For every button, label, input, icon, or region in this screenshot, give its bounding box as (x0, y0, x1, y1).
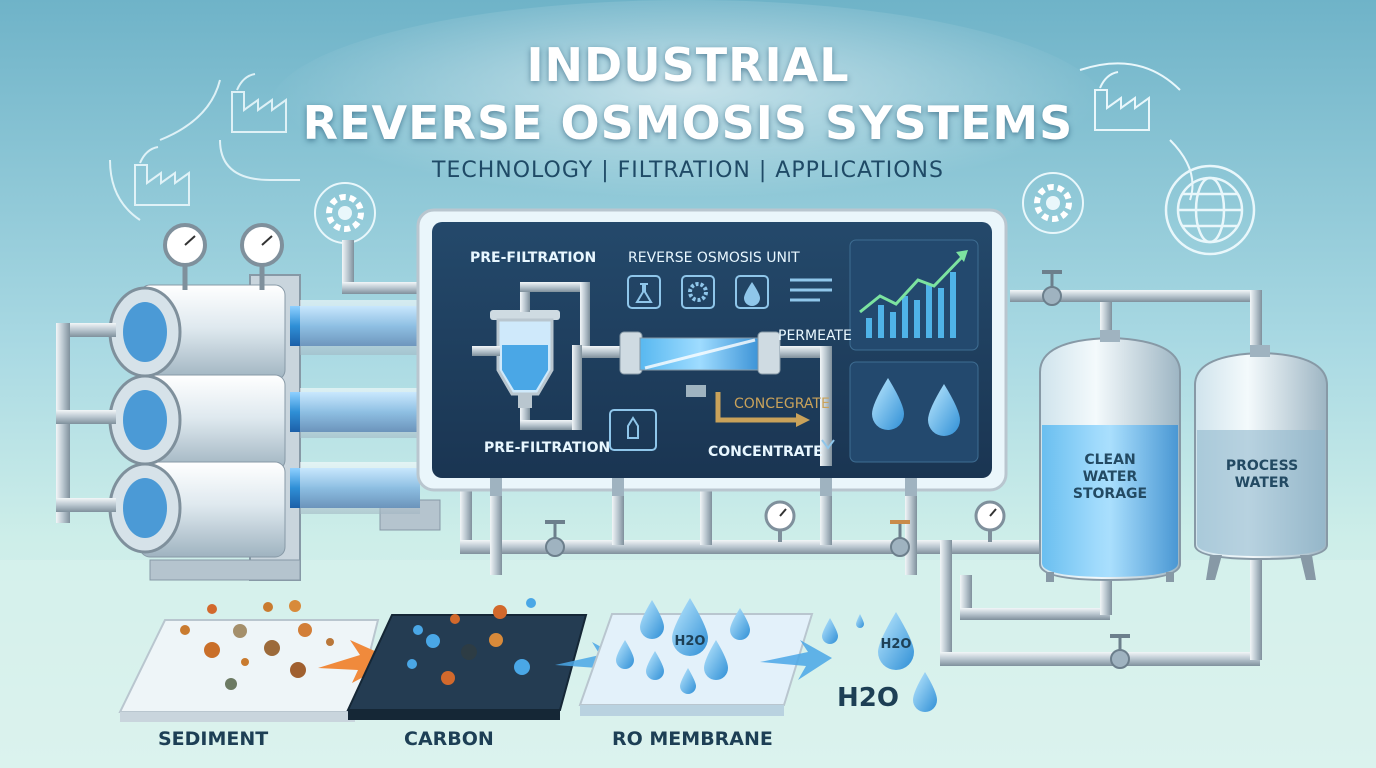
ro-membrane-tube (582, 331, 832, 466)
gear-icon-left (314, 182, 376, 244)
label-ro-unit: REVERSE OSMOSIS UNIT (628, 250, 800, 266)
title-line-1: INDUSTRIAL (526, 38, 850, 92)
gear-icon-right (1022, 172, 1084, 234)
water-drop-icon (872, 378, 904, 430)
label-carbon: CARBON (404, 728, 494, 750)
label-concegrate: CONCEGRATE (734, 396, 830, 412)
ro-membrane-layer: H2O (578, 598, 814, 716)
drop-small-icon (735, 275, 769, 309)
label-concentrate: CONCENTRATE (708, 444, 823, 460)
membrane-h2o-label: H2O (675, 634, 706, 649)
control-panel (416, 208, 1008, 496)
title-line-2: REVERSE OSMOSIS SYSTEMS (302, 96, 1074, 150)
label-permeate: PERMEATE (778, 328, 852, 344)
label-ro-membrane: RO MEMBRANE (612, 728, 773, 750)
label-sediment: SEDIMENT (158, 728, 269, 750)
factory-icon-left (109, 73, 300, 221)
sediment-layer (118, 600, 380, 722)
subtitle: TECHNOLOGY | FILTRATION | APPLICATIONS (432, 158, 944, 183)
label-pre-filtration-top: PRE-FILTRATION (470, 250, 597, 266)
gear-small-icon (681, 275, 715, 309)
clean-water-tank (1039, 330, 1181, 582)
water-drop-icon (928, 384, 960, 436)
carbon-layer (346, 598, 588, 720)
text-lines-icon (790, 278, 832, 302)
h2o-label-large: H2O (837, 683, 899, 713)
clean-water-storage-label: CLEAN WATER STORAGE (1072, 452, 1148, 502)
flask-icon (627, 275, 661, 309)
flow-arrow-1 (318, 640, 395, 683)
ro-vessel-rack (56, 223, 441, 581)
pre-filter-cartridge (472, 282, 590, 430)
process-water-label: PROCESS WATER (1225, 458, 1299, 491)
settings-box-icon (609, 409, 657, 451)
process-water-tank (1194, 345, 1328, 580)
globe-icon (1164, 164, 1256, 256)
growth-chart-icon (859, 250, 968, 338)
flow-arrow-3 (760, 640, 832, 680)
label-pre-filtration-bottom: PRE-FILTRATION (484, 440, 611, 456)
drop-h2o-label: H2O (881, 637, 912, 652)
pure-water-drops: H2O H2O (822, 612, 937, 713)
